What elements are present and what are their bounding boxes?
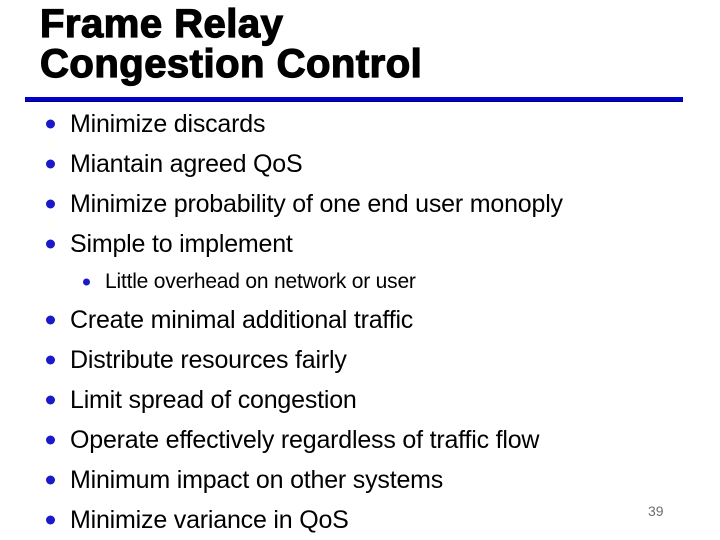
slide-title: Frame Relay Congestion Control [39, 2, 423, 86]
list-item-label: Simple to implement [70, 229, 293, 258]
bullet-icon [46, 515, 55, 525]
list-item: Miantain agreed QoS [0, 144, 720, 184]
title-divider [25, 97, 683, 102]
list-item-label: Miantain agreed QoS [70, 149, 303, 178]
list-item-label: Minimize probability of one end user mon… [70, 189, 563, 218]
list-item: Minimize probability of one end user mon… [0, 184, 720, 224]
list-item: Minimize variance in QoS [0, 500, 720, 540]
bullet-icon [46, 315, 55, 325]
list-item: Create minimal additional traffic [0, 300, 720, 340]
bullet-icon [46, 119, 55, 129]
bullet-icon [46, 395, 55, 405]
list-item-label: Minimize discards [70, 109, 266, 138]
bullet-icon [46, 475, 55, 485]
bullet-icon [83, 278, 90, 286]
list-item-label: Create minimal additional traffic [70, 305, 414, 334]
list-item: Simple to implement [0, 224, 720, 264]
list-item-label: Distribute resources fairly [70, 345, 347, 374]
list-item: Limit spread of congestion [0, 380, 720, 420]
list-item-label: Minimum impact on other systems [70, 465, 444, 494]
list-item-label: Limit spread of congestion [70, 385, 357, 414]
list-item: Distribute resources fairly [0, 340, 720, 380]
list-item: Minimize discards [0, 104, 720, 144]
list-item: Minimum impact on other systems [0, 460, 720, 500]
title-line-2: Congestion Control [39, 42, 423, 86]
list-item-label: Operate effectively regardless of traffi… [70, 425, 540, 454]
bullet-icon [46, 159, 55, 169]
bullet-icon [46, 239, 55, 249]
list-item: Operate effectively regardless of traffi… [0, 420, 720, 460]
bullet-icon [46, 435, 55, 445]
page-number: 39 [648, 503, 664, 519]
bullet-icon [46, 199, 55, 209]
bullet-icon [46, 355, 55, 365]
list-item-label: Minimize variance in QoS [70, 505, 349, 534]
list-item: Little overhead on network or user [0, 264, 720, 300]
list-item-label: Little overhead on network or user [105, 270, 416, 293]
title-line-1: Frame Relay [39, 2, 284, 46]
